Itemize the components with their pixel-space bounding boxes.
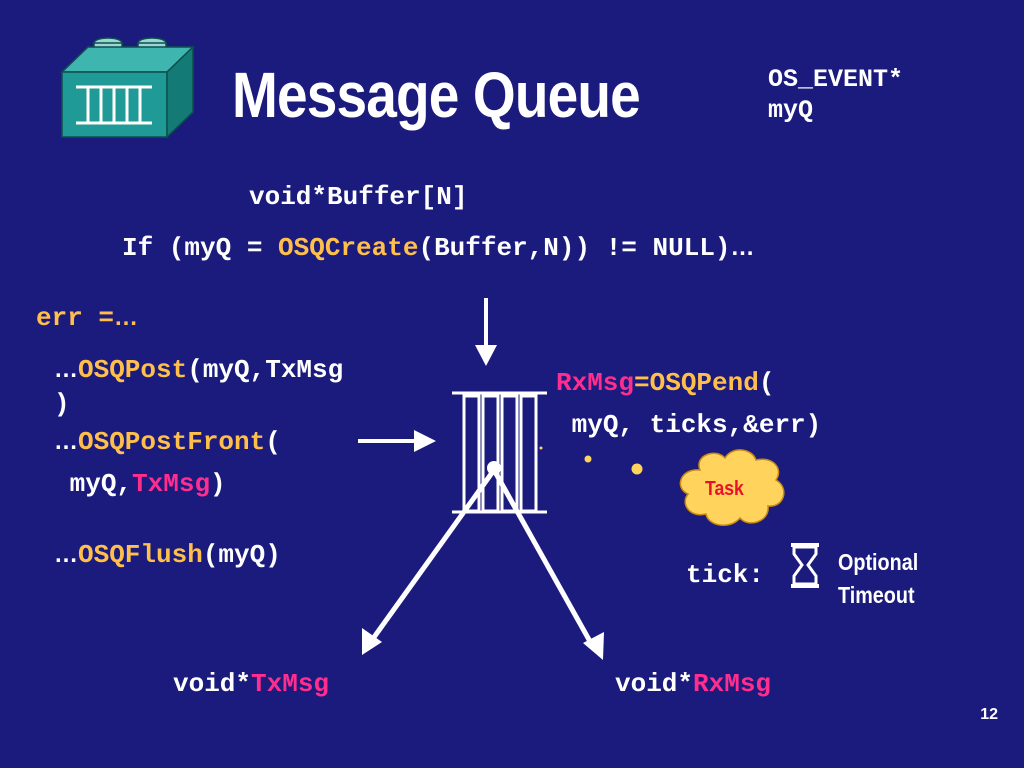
create-func: OSQCreate xyxy=(278,233,419,263)
create-prefix: If (myQ = xyxy=(122,233,279,263)
flush-call: …OSQFlush(myQ) xyxy=(54,540,281,570)
rx-msg-decl: void*RxMsg xyxy=(615,669,771,699)
tx-var: TxMsg xyxy=(251,669,330,699)
rx-prefix: void* xyxy=(615,669,694,699)
os-event-decl: OS_EVENT* myQ xyxy=(768,64,903,126)
tick-label: tick: xyxy=(686,560,765,590)
queue-block-icon xyxy=(60,37,195,139)
post-front-arg1: myQ, xyxy=(69,469,133,499)
post-call: …OSQPost(myQ,TxMsg ) xyxy=(54,353,343,421)
pend-func: OSQPend xyxy=(649,368,759,398)
hourglass-icon xyxy=(791,543,819,588)
flush-ellipsis: … xyxy=(54,541,78,568)
err-ellipsis: … xyxy=(114,304,139,331)
err-label: err = xyxy=(36,303,115,333)
pend-call: RxMsg=OSQPend( myQ, ticks,&err) xyxy=(556,362,821,446)
tx-prefix: void* xyxy=(173,669,252,699)
pend-var: RxMsg xyxy=(556,368,635,398)
timeout-line1: Optional xyxy=(838,549,919,575)
pend-eq: = xyxy=(634,368,650,398)
post-front-call: …OSQPostFront( myQ,TxMsg) xyxy=(54,421,281,505)
thought-dots xyxy=(539,446,643,475)
flush-func: OSQFlush xyxy=(78,540,203,570)
post-close: ) xyxy=(54,389,70,419)
create-ellipsis: … xyxy=(730,234,755,261)
post-ellipsis: … xyxy=(54,356,78,383)
page-number: 12 xyxy=(980,706,998,723)
post-front-ellipsis: … xyxy=(54,428,78,455)
post-front-open: ( xyxy=(265,427,281,457)
post-front-close: ) xyxy=(210,469,226,499)
post-front-arg2: TxMsg xyxy=(132,469,211,499)
queue-out-arrows xyxy=(362,461,604,660)
rx-var: RxMsg xyxy=(693,669,772,699)
os-event-type: OS_EVENT* xyxy=(768,65,904,94)
err-assign: err =… xyxy=(36,303,138,333)
queue-graphic xyxy=(452,391,547,514)
pend-args: myQ, ticks,&err) xyxy=(571,410,822,440)
create-line: If (myQ = OSQCreate(Buffer,N)) != NULL)… xyxy=(122,233,755,263)
post-func: OSQPost xyxy=(78,355,188,385)
tx-msg-decl: void*TxMsg xyxy=(173,669,329,699)
timeout-line2: Timeout xyxy=(838,582,915,608)
pend-open: ( xyxy=(758,368,775,398)
post-args: (myQ,TxMsg xyxy=(187,355,344,385)
os-event-var: myQ xyxy=(768,96,814,125)
post-front-arrow xyxy=(358,430,436,452)
page-title: Message Queue xyxy=(232,59,641,131)
task-label: Task xyxy=(705,478,744,500)
create-down-arrow xyxy=(475,298,497,366)
task-cloud-icon xyxy=(679,449,785,526)
flush-args: (myQ) xyxy=(202,540,281,570)
create-suffix: (Buffer,N)) != NULL) xyxy=(418,233,731,263)
buffer-decl: void*Buffer[N] xyxy=(249,182,468,212)
post-front-func: OSQPostFront xyxy=(78,427,266,457)
